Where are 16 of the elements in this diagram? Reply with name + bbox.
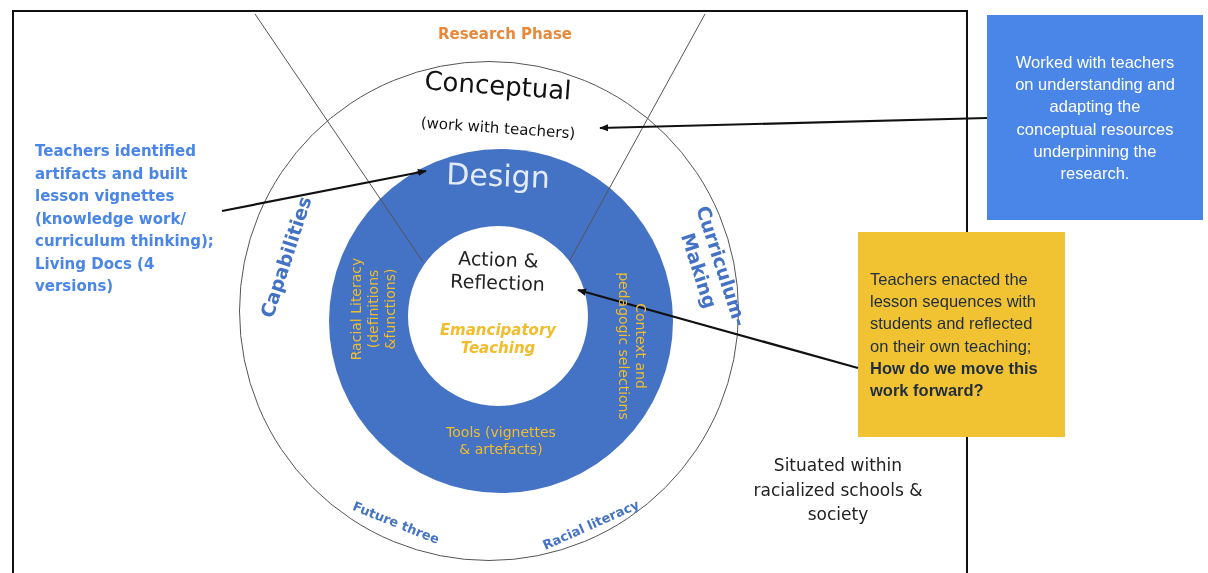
arrow — [221, 169, 427, 213]
context-note: Situated within racialized schools & society — [752, 454, 924, 527]
circle-heading: Conceptual — [422, 64, 574, 108]
note-card: Worked with teachers on understanding and adapting the conceptual resources underpinning the research. — [987, 15, 1203, 220]
note-card: Teachers enacted the lesson sequences with students and reflected on their own teaching; How do we move this work forward? — [858, 232, 1065, 437]
circle-subheading: (work with teachers) — [419, 112, 577, 145]
phase-label: Research Phase — [436, 24, 573, 45]
ring-label: Racial Literacy (definitions &functions) — [347, 256, 399, 363]
circle-subheading: Emancipatory Teaching — [438, 321, 558, 357]
circle-heading: Action & Reflection — [449, 245, 547, 297]
arrow — [599, 116, 988, 132]
ring-label: Tools (vignettes & artefacts) — [445, 424, 557, 458]
annotation-text: Teachers identified artifacts and built lesson vignettes (knowledge work/ curriculum thinking); Living Docs (4 versions) — [35, 140, 220, 298]
arrow — [577, 288, 859, 370]
ring-label: Context and pedagogic selections — [615, 271, 649, 421]
ring-heading: Design — [444, 155, 552, 197]
